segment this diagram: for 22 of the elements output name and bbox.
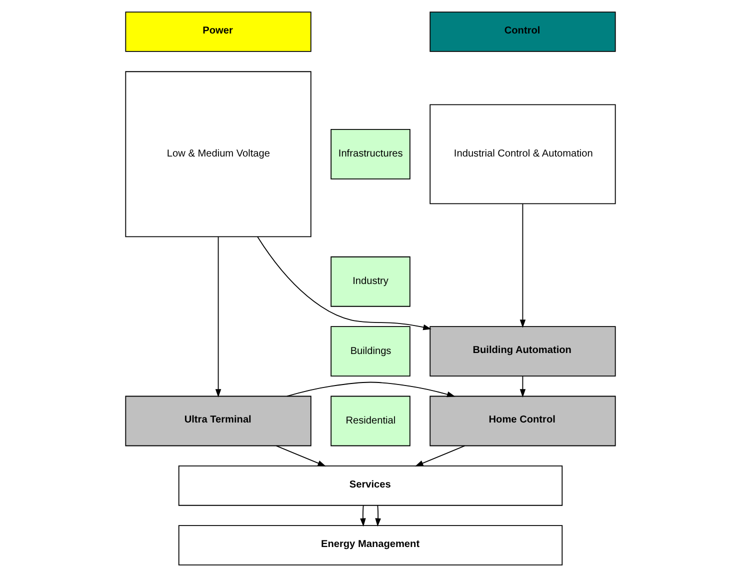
- node-box: Residential: [330, 396, 410, 446]
- node-box: Building Automation: [429, 326, 616, 377]
- arrow: [374, 505, 380, 527]
- node-box: Control: [429, 12, 616, 52]
- arrow: [275, 445, 326, 466]
- arrow: [519, 376, 526, 398]
- node-box: Energy Management: [178, 525, 562, 566]
- arrow: [360, 505, 366, 527]
- node-box: Infrastructures: [330, 128, 410, 180]
- node-box: Services: [178, 465, 562, 506]
- node-box: Power: [124, 12, 311, 52]
- arrow: [519, 203, 526, 328]
- node-box: Buildings: [330, 326, 410, 377]
- arrow: [286, 382, 455, 398]
- node-box: Industrial Control & Automation: [429, 104, 616, 204]
- node-box: Low & Medium Voltage: [124, 71, 311, 238]
- node-box: Ultra Terminal: [124, 396, 311, 446]
- arrow: [256, 236, 431, 330]
- node-box: Home Control: [429, 396, 616, 446]
- arrow: [414, 445, 465, 466]
- arrow: [214, 236, 221, 398]
- node-box: Industry: [330, 256, 410, 307]
